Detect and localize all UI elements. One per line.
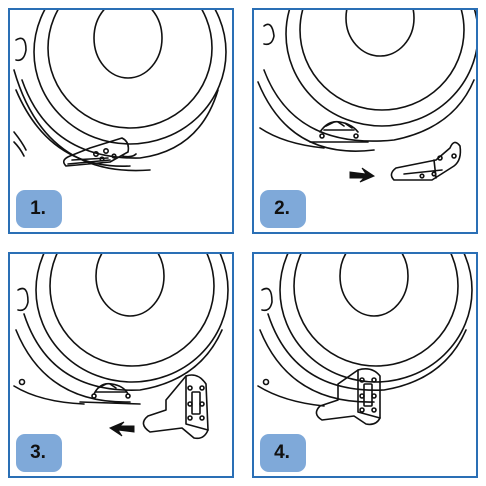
device-ring [35,254,229,383]
mount-on-device [319,120,359,133]
device-ring [279,254,473,383]
step-panel-1: 1. [8,8,234,234]
device-ring [285,10,476,127]
step-badge-2: 2. [260,190,306,228]
attached-connector-block [315,368,381,426]
step-badge-1: 1. [16,190,62,228]
step-3-illustration [13,254,229,440]
connector-block [142,374,209,440]
device-outer-rim [21,79,219,159]
arrow-right-icon [349,167,376,183]
step-label: 1. [30,198,46,219]
device-outer-edge [13,69,151,172]
step-badge-3: 3. [16,434,62,472]
device-outer-rim [267,313,467,391]
device-outer-rim [263,69,475,142]
arrow-left-icon [108,421,135,437]
device-ring [33,10,227,145]
step-label: 3. [30,442,46,463]
device-outer-rim [23,313,223,391]
step-panel-3: 3. [8,252,234,478]
step-4-illustration [257,254,473,426]
device-center-button [93,10,163,79]
step-label: 4. [274,442,290,463]
detached-clip [390,141,462,181]
attached-clip [62,137,130,167]
step-label: 2. [274,198,290,219]
step-2-illustration [257,10,476,183]
step-1-illustration [13,10,227,172]
step-panel-2: 2. [252,8,478,234]
step-panel-4: 4. [252,252,478,478]
device-center-button [345,10,415,57]
device-center-button [95,254,165,317]
device-center-button [339,254,409,317]
step-badge-4: 4. [260,434,306,472]
